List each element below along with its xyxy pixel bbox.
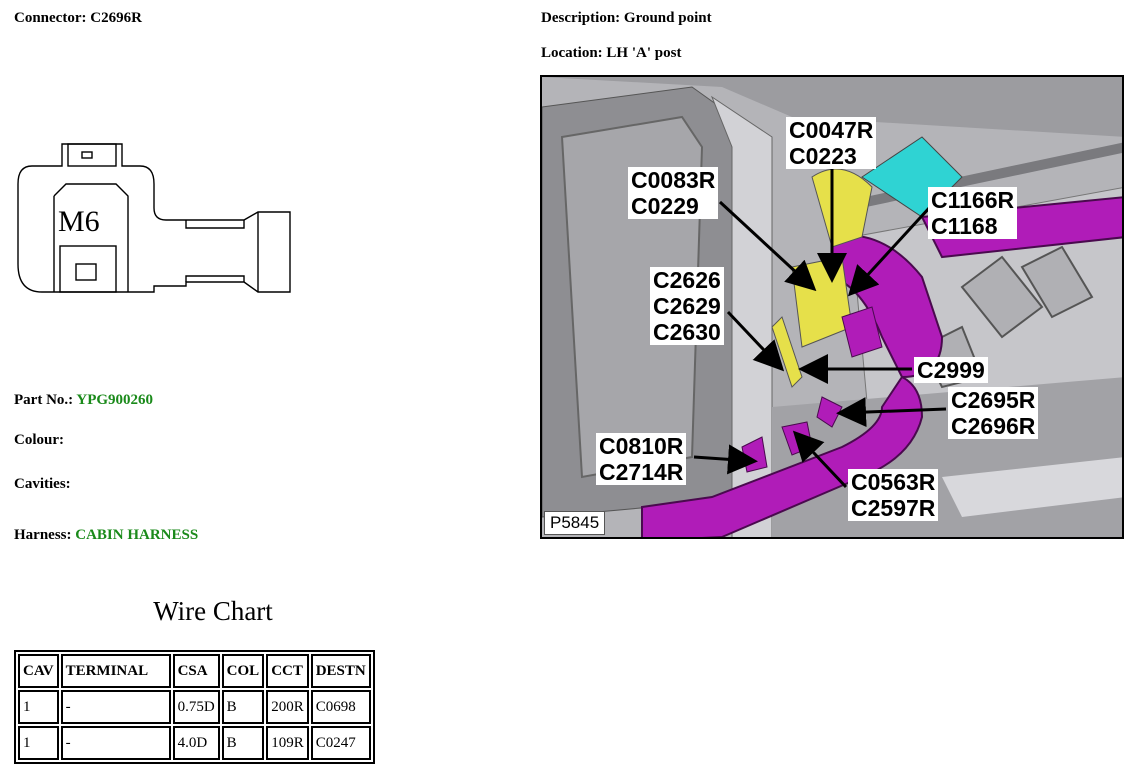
- cell-csa: 0.75D: [172, 690, 220, 724]
- cell-cct: 109R: [266, 726, 309, 760]
- cavities-label: Cavities:: [14, 476, 71, 492]
- table-row: 1 - 0.75D B 200R C0698: [18, 690, 371, 724]
- harness-label: Harness:: [14, 527, 72, 543]
- callout-c0563r-c2597r: C0563R C2597R: [848, 469, 939, 521]
- cell-cct: 200R: [266, 690, 309, 724]
- colour-label: Colour:: [14, 432, 64, 448]
- header-csa: CSA: [172, 654, 220, 688]
- header-cav: CAV: [18, 654, 59, 688]
- header-col: COL: [221, 654, 265, 688]
- header-terminal: TERMINAL: [60, 654, 171, 688]
- location-label: Location:: [541, 45, 603, 61]
- table-row: 1 - 4.0D B 109R C0247: [18, 726, 371, 760]
- connector-label: Connector:: [14, 10, 87, 26]
- connector-face-drawing: M6: [17, 143, 291, 293]
- cell-cav: 1: [18, 726, 59, 760]
- location-field: Location: LH 'A' post: [541, 45, 681, 62]
- callout-c2626-c2629-c2630: C2626 C2629 C2630: [650, 267, 724, 345]
- cavities-field: Cavities:: [14, 476, 71, 493]
- cell-col: B: [221, 690, 265, 724]
- table-header-row: CAV TERMINAL CSA COL CCT DESTN: [18, 654, 371, 688]
- location-photo: C0047R C0223 C0083R C0229 C1166R C1168 C…: [540, 75, 1124, 539]
- harness-value: CABIN HARNESS: [75, 527, 199, 543]
- harness-field: Harness: CABIN HARNESS: [14, 527, 198, 544]
- photo-id-label: P5845: [544, 511, 606, 535]
- part-no-value: YPG900260: [76, 392, 154, 408]
- wire-chart-title: Wire Chart: [153, 596, 273, 626]
- description-field: Description: Ground point: [541, 10, 712, 27]
- callout-c1166r-c1168: C1166R C1168: [928, 187, 1018, 239]
- callout-c0083r-c0229: C0083R C0229: [628, 167, 719, 219]
- header-destn: DESTN: [310, 654, 371, 688]
- cell-destn: C0247: [310, 726, 371, 760]
- connector-marking: M6: [58, 205, 100, 238]
- cell-terminal: -: [60, 690, 171, 724]
- description-label: Description:: [541, 10, 621, 26]
- connector-field: Connector: C2696R: [14, 10, 142, 27]
- callout-c2695r-c2696r: C2695R C2696R: [948, 387, 1039, 439]
- callout-c0047r-c0223: C0047R C0223: [786, 117, 877, 169]
- wire-chart-table: CAV TERMINAL CSA COL CCT DESTN 1 - 0.75D…: [14, 650, 375, 764]
- cell-cav: 1: [18, 690, 59, 724]
- cell-destn: C0698: [310, 690, 371, 724]
- header-cct: CCT: [266, 654, 309, 688]
- colour-field: Colour:: [14, 432, 64, 449]
- cell-csa: 4.0D: [172, 726, 220, 760]
- location-value: LH 'A' post: [606, 45, 682, 61]
- part-no-field: Part No.: YPG900260: [14, 392, 153, 409]
- callout-c2999: C2999: [914, 357, 988, 383]
- description-value: Ground point: [623, 10, 712, 26]
- connector-value: C2696R: [90, 10, 142, 26]
- cell-col: B: [221, 726, 265, 760]
- callout-c0810r-c2714r: C0810R C2714R: [596, 433, 687, 485]
- part-no-label: Part No.:: [14, 392, 74, 408]
- cell-terminal: -: [60, 726, 171, 760]
